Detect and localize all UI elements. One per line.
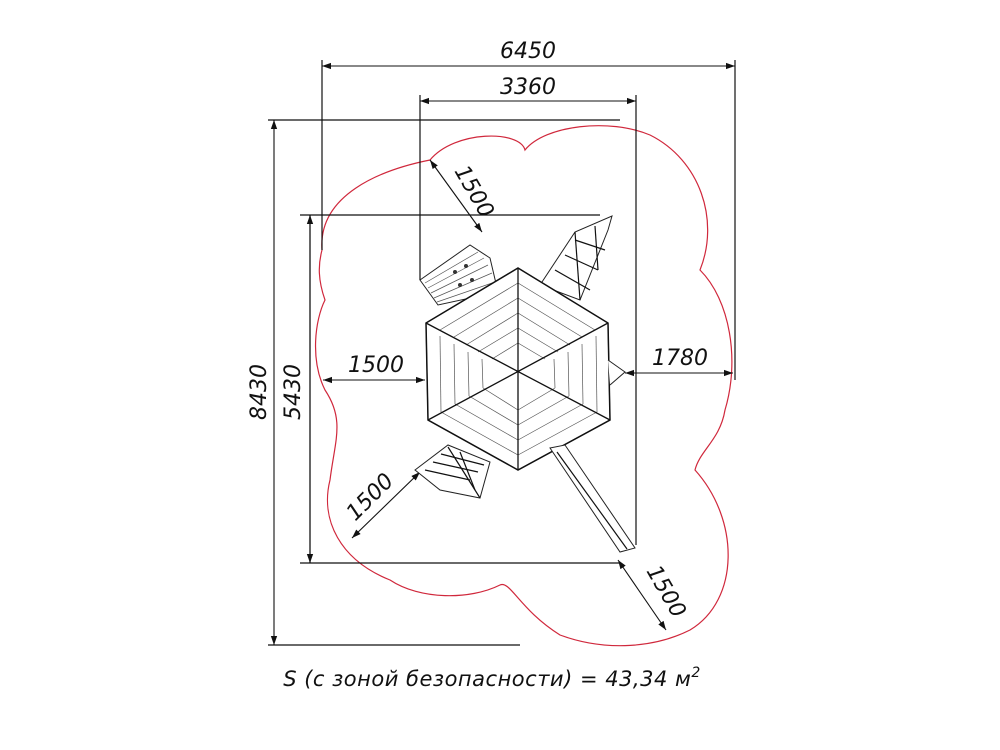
ladder-top-right bbox=[539, 215, 613, 301]
clearance-right-label: 1780 bbox=[652, 346, 708, 371]
frame-width-label: 3360 bbox=[500, 75, 556, 100]
dimension-frame-width: 3360 bbox=[420, 75, 636, 105]
safety-zone-outline bbox=[315, 125, 733, 647]
area-caption-text: S (с зоной безопасности) = 43,34 м bbox=[283, 667, 691, 691]
dimension-frame-height: 5430 bbox=[281, 215, 314, 563]
ladder-bottom-left bbox=[414, 444, 491, 499]
overall-width-label: 6450 bbox=[500, 39, 556, 64]
dimension-clearance-left: 1500 bbox=[323, 353, 425, 384]
area-caption: S (с зоной безопасности) = 43,34 м2 bbox=[283, 665, 701, 691]
overall-height-label: 8430 bbox=[247, 364, 272, 420]
dimension-clearance-top-left: 1500 bbox=[429, 159, 499, 233]
frame-height-label: 5430 bbox=[281, 364, 306, 420]
slide-bottom-right bbox=[549, 444, 636, 553]
dimension-clearance-right: 1780 bbox=[625, 346, 733, 377]
hexagonal-roof bbox=[425, 267, 626, 471]
area-caption-superscript: 2 bbox=[691, 665, 700, 681]
dimension-overall-width: 6450 bbox=[322, 39, 735, 70]
climbing-wall-top-left bbox=[419, 244, 499, 306]
dimension-clearance-bottom-left: 1500 bbox=[342, 469, 421, 539]
clearance-top-left-label: 1500 bbox=[449, 161, 499, 222]
clearance-bottom-right-label: 1500 bbox=[641, 561, 691, 622]
dimension-clearance-bottom-right: 1500 bbox=[617, 559, 691, 631]
dimension-overall-height: 8430 bbox=[247, 120, 278, 645]
clearance-bottom-left-label: 1500 bbox=[342, 469, 399, 526]
clearance-left-label: 1500 bbox=[348, 353, 404, 378]
